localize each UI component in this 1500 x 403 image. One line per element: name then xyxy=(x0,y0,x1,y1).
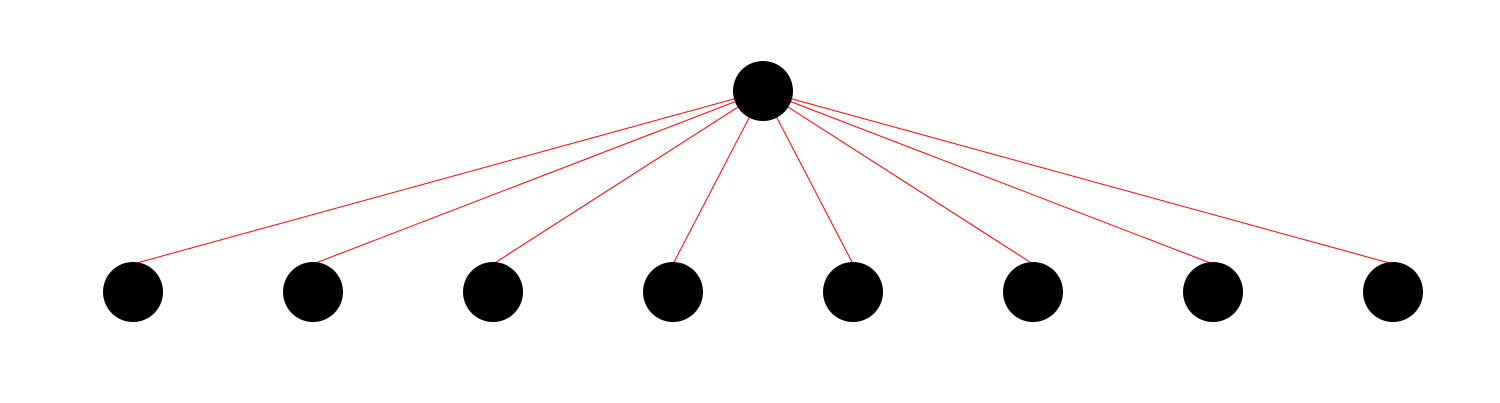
node-root xyxy=(733,61,793,121)
node-child-7 xyxy=(1183,262,1243,322)
node-child-1 xyxy=(103,262,163,322)
edge-root-to-child-7 xyxy=(762,90,1214,265)
node-child-5 xyxy=(823,262,883,322)
edge-root-to-child-2 xyxy=(312,90,764,265)
edge-root-to-child-3 xyxy=(492,90,764,265)
node-child-2 xyxy=(283,262,343,322)
node-child-3 xyxy=(463,262,523,322)
edge-root-to-child-8 xyxy=(762,90,1394,265)
edge-root-to-child-6 xyxy=(762,90,1034,265)
node-child-8 xyxy=(1363,262,1423,322)
edges-layer xyxy=(132,90,1394,265)
nodes-layer xyxy=(103,61,1423,322)
edge-root-to-child-4 xyxy=(672,90,764,265)
edge-root-to-child-5 xyxy=(762,90,854,265)
edge-root-to-child-1 xyxy=(132,90,764,265)
node-child-4 xyxy=(643,262,703,322)
node-child-6 xyxy=(1003,262,1063,322)
